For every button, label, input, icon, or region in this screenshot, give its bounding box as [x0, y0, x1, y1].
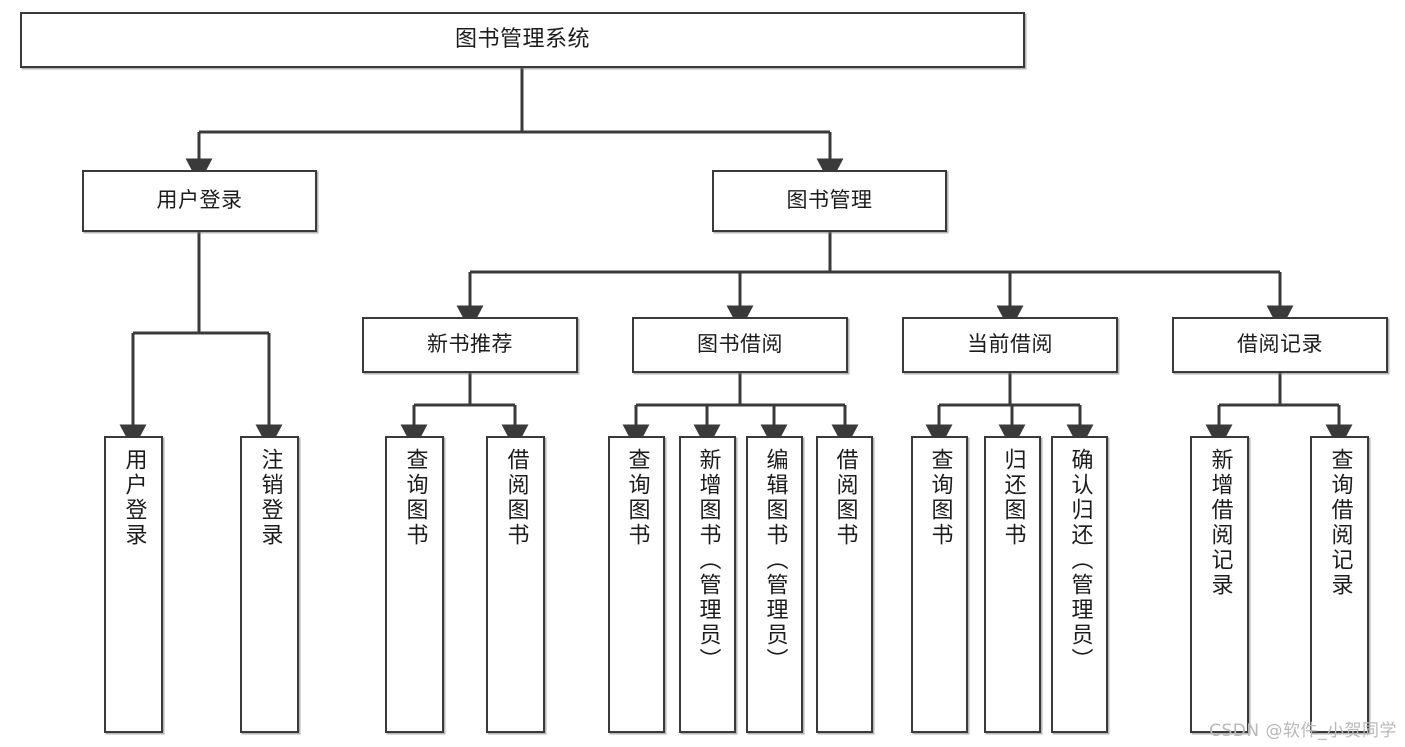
node-leaf-current-query-book-label: 查询图书 [927, 448, 953, 548]
node-borrow-record-label: 借阅记录 [1237, 332, 1323, 357]
node-leaf-current-confirm-return-label: 确认归还（管理员） [1067, 448, 1093, 673]
node-leaf-user-login-label: 用户登录 [121, 448, 147, 548]
node-leaf-current-query-book[interactable]: 查询图书 [911, 436, 968, 733]
node-root-label: 图书管理系统 [454, 26, 590, 52]
node-leaf-current-return-book-label: 归还图书 [1000, 448, 1026, 548]
node-leaf-recommend-borrow-book[interactable]: 借阅图书 [486, 436, 545, 733]
node-current-borrow-label: 当前借阅 [967, 332, 1053, 357]
node-leaf-record-add-label: 新增借阅记录 [1207, 448, 1233, 598]
node-leaf-record-query[interactable]: 查询借阅记录 [1310, 436, 1369, 733]
node-leaf-user-logout[interactable]: 注销登录 [240, 436, 299, 733]
node-root[interactable]: 图书管理系统 [20, 12, 1025, 68]
node-new-book-recommend[interactable]: 新书推荐 [362, 317, 578, 373]
node-leaf-borrow-borrow-book-label: 借阅图书 [832, 448, 858, 548]
node-leaf-borrow-query-book[interactable]: 查询图书 [608, 436, 665, 733]
node-book-management[interactable]: 图书管理 [712, 170, 947, 232]
node-new-book-recommend-label: 新书推荐 [427, 332, 513, 357]
node-leaf-borrow-query-book-label: 查询图书 [624, 448, 650, 548]
node-leaf-record-query-label: 查询借阅记录 [1327, 448, 1353, 598]
node-leaf-recommend-borrow-book-label: 借阅图书 [503, 448, 529, 548]
node-leaf-borrow-add-book[interactable]: 新增图书（管理员） [679, 436, 736, 733]
node-leaf-current-return-book[interactable]: 归还图书 [984, 436, 1041, 733]
node-leaf-user-logout-label: 注销登录 [257, 448, 283, 548]
node-leaf-borrow-add-book-label: 新增图书（管理员） [695, 448, 721, 673]
node-book-borrow[interactable]: 图书借阅 [632, 317, 848, 373]
watermark: CSDN @软件_小贺同学 [1209, 721, 1397, 741]
node-borrow-record[interactable]: 借阅记录 [1172, 317, 1388, 373]
node-leaf-borrow-edit-book-label: 编辑图书（管理员） [762, 448, 788, 673]
node-user-login[interactable]: 用户登录 [82, 170, 317, 232]
node-current-borrow[interactable]: 当前借阅 [902, 317, 1118, 373]
node-leaf-borrow-borrow-book[interactable]: 借阅图书 [816, 436, 873, 733]
node-leaf-borrow-edit-book[interactable]: 编辑图书（管理员） [746, 436, 803, 733]
node-book-management-label: 图书管理 [786, 188, 873, 213]
node-leaf-current-confirm-return[interactable]: 确认归还（管理员） [1051, 436, 1108, 733]
node-leaf-recommend-query-book[interactable]: 查询图书 [385, 436, 444, 733]
node-book-borrow-label: 图书借阅 [697, 332, 783, 357]
node-user-login-label: 用户登录 [156, 188, 243, 213]
node-leaf-record-add[interactable]: 新增借阅记录 [1190, 436, 1249, 733]
node-leaf-user-login[interactable]: 用户登录 [104, 436, 163, 733]
node-leaf-recommend-query-book-label: 查询图书 [402, 448, 428, 548]
